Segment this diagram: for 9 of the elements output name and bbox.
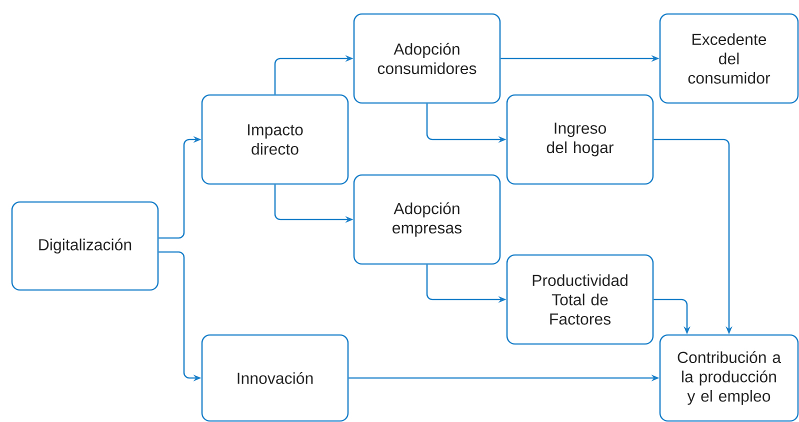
process-box: Adopción empresas — [353, 174, 501, 265]
process-box: Innovación — [201, 334, 349, 422]
process-box: Excedente del consumidor — [659, 13, 799, 104]
process-box: Impacto directo — [201, 94, 349, 185]
process-box: Digitalización — [11, 201, 159, 291]
process-box: Adopción consumidores — [353, 13, 501, 104]
process-box: Productividad Total de Factores — [506, 254, 654, 345]
process-box: Contribución a la producción y el empleo — [659, 334, 799, 422]
process-box: Ingreso del hogar — [506, 94, 654, 185]
